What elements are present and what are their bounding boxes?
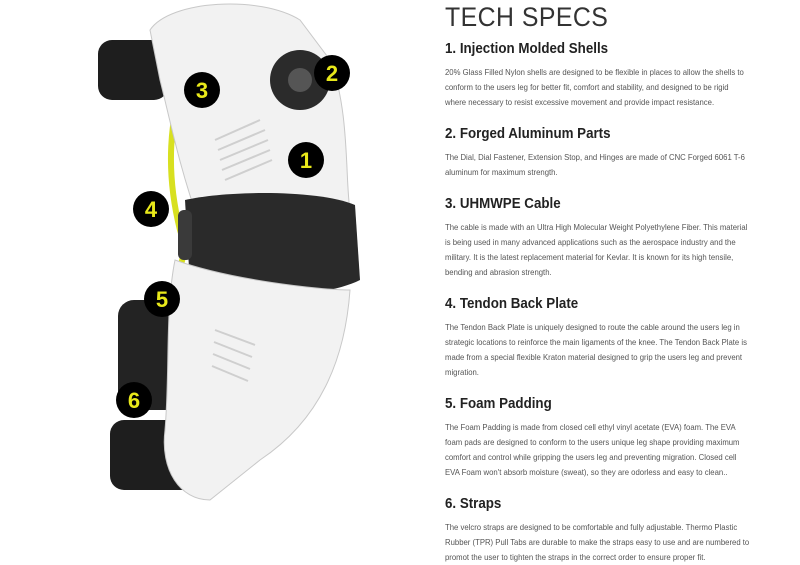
- section-text: The Tendon Back Plate is uniquely design…: [445, 322, 740, 332]
- spec-section: 5. Foam Padding The Foam Padding is made…: [445, 394, 795, 480]
- section-text: military. It is the latest replacement m…: [445, 252, 734, 262]
- spec-section: 4. Tendon Back Plate The Tendon Back Pla…: [445, 294, 795, 380]
- section-text: The Dial, Dial Fastener, Extension Stop,…: [445, 152, 745, 162]
- section-heading: 5. Foam Padding: [445, 396, 552, 412]
- section-heading: 2. Forged Aluminum Parts: [445, 126, 611, 142]
- section-text: EVA Foam won't absorb moisture (sweat), …: [445, 467, 728, 477]
- section-text: made from a special flexible Kraton mate…: [445, 352, 743, 362]
- section-text: is being used in many advanced applicati…: [445, 237, 736, 247]
- section-heading: 4. Tendon Back Plate: [445, 296, 579, 312]
- spec-section: 3. UHMWPE Cable The cable is made with a…: [445, 194, 795, 280]
- section-text: The cable is made with an Ultra High Mol…: [445, 222, 748, 232]
- section-text: The velcro straps are designed to be com…: [445, 522, 738, 532]
- section-text: 20% Glass Filled Nylon shells are design…: [445, 67, 744, 77]
- knee-brace-image: [98, 3, 360, 501]
- section-heading: 6. Straps: [445, 496, 502, 512]
- section-text: where necessary to resist excessive move…: [445, 97, 715, 107]
- section-text: conform to the users leg for better fit,…: [445, 82, 729, 92]
- section-text: promot the user to tighten the straps in…: [445, 552, 706, 562]
- spec-section: 6. Straps The velcro straps are designed…: [445, 494, 795, 565]
- page-title: TECH SPECS: [445, 2, 609, 32]
- section-text: comfort and control while gripping the u…: [445, 452, 737, 462]
- section-text: foam pads are designed to conform to the…: [445, 437, 740, 447]
- section-heading: 1. Injection Molded Shells: [445, 41, 609, 57]
- section-heading: 3. UHMWPE Cable: [445, 196, 561, 212]
- spec-section: 1. Injection Molded Shells 20% Glass Fil…: [445, 39, 795, 110]
- section-text: migration.: [445, 367, 479, 377]
- spec-section: 2. Forged Aluminum Parts The Dial, Dial …: [445, 124, 795, 180]
- section-text: Rubber (TPR) Pull Tabs are durable to ma…: [445, 537, 750, 547]
- section-text: strategic locations to reinforce the mai…: [445, 337, 747, 347]
- section-text: bending and abrasion strength.: [445, 267, 552, 277]
- section-text: The Foam Padding is made from closed cel…: [445, 422, 736, 432]
- section-text: aluminum for maximum strength.: [445, 167, 558, 177]
